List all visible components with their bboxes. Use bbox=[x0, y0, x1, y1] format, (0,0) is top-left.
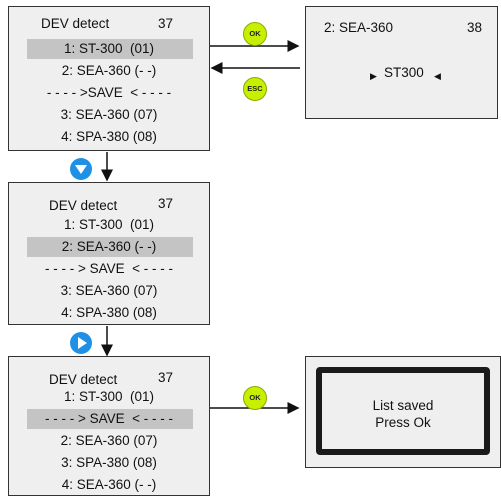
screen-count: 37 bbox=[158, 196, 174, 211]
save-marker[interactable]: - - - - >SAVE < - - - - bbox=[46, 85, 172, 100]
device-edit-screen: 2: SEA-360 38 ▶ ST300 ◀ bbox=[305, 6, 498, 119]
down-triangle-icon bbox=[75, 165, 87, 174]
list-item[interactable]: 3: SPA-380 (08) bbox=[61, 455, 157, 470]
device-list-screen-3: DEV detect 37 1: ST-300 (01) - - - - > S… bbox=[8, 356, 210, 496]
ok-button[interactable]: OK bbox=[243, 386, 267, 410]
selection-highlight bbox=[27, 39, 193, 59]
message-line-2: Press Ok bbox=[375, 415, 431, 430]
list-item[interactable]: 3: SEA-360 (07) bbox=[60, 283, 158, 298]
screen-title: 2: SEA-360 bbox=[324, 20, 394, 35]
list-item[interactable]: 2: SEA-360 (07) bbox=[60, 433, 158, 448]
list-item[interactable]: 1: ST-300 (01) bbox=[63, 41, 155, 56]
selection-highlight bbox=[27, 237, 193, 257]
save-marker[interactable]: - - - - > SAVE < - - - - bbox=[44, 411, 173, 426]
save-marker[interactable]: - - - - > SAVE < - - - - bbox=[44, 261, 173, 276]
device-list-screen-2: DEV detect 37 1: ST-300 (01) 2: SEA-360 … bbox=[8, 182, 210, 325]
list-item[interactable]: 2: SEA-360 (- -) bbox=[61, 63, 157, 78]
right-arrow-icon: ◀ bbox=[434, 71, 441, 81]
list-item[interactable]: 2: SEA-360 (- -) bbox=[61, 239, 157, 254]
message-frame: List saved Press Ok bbox=[316, 367, 490, 455]
screen-title: DEV detect bbox=[49, 372, 118, 387]
list-item[interactable]: 4: SEA-360 (- -) bbox=[61, 477, 157, 492]
list-item[interactable]: 1: ST-300 (01) bbox=[63, 389, 155, 404]
confirmation-screen: List saved Press Ok bbox=[305, 356, 501, 468]
down-triangle-button-icon[interactable] bbox=[70, 158, 92, 180]
screen-count: 38 bbox=[467, 20, 483, 35]
screen-count: 37 bbox=[158, 16, 174, 31]
list-item[interactable]: 4: SPA-380 (08) bbox=[61, 129, 157, 144]
list-item[interactable]: 1: ST-300 (01) bbox=[63, 217, 155, 232]
right-triangle-icon bbox=[78, 337, 87, 349]
ok-button[interactable]: OK bbox=[243, 22, 267, 46]
esc-button[interactable]: ESC bbox=[243, 77, 267, 101]
device-type-value[interactable]: ST300 bbox=[384, 65, 424, 80]
screen-count: 37 bbox=[158, 370, 174, 385]
screen-title: DEV detect bbox=[49, 198, 118, 213]
left-arrow-icon: ▶ bbox=[370, 71, 377, 81]
right-triangle-button-icon[interactable] bbox=[70, 332, 92, 354]
device-list-screen-1: DEV detect 37 1: ST-300 (01) 2: SEA-360 … bbox=[8, 6, 210, 151]
selection-highlight bbox=[27, 409, 193, 429]
screen-title: DEV detect bbox=[41, 16, 110, 31]
message-line-1: List saved bbox=[372, 398, 434, 413]
list-item[interactable]: 3: SEA-360 (07) bbox=[60, 107, 158, 122]
list-item[interactable]: 4: SPA-380 (08) bbox=[61, 305, 157, 320]
